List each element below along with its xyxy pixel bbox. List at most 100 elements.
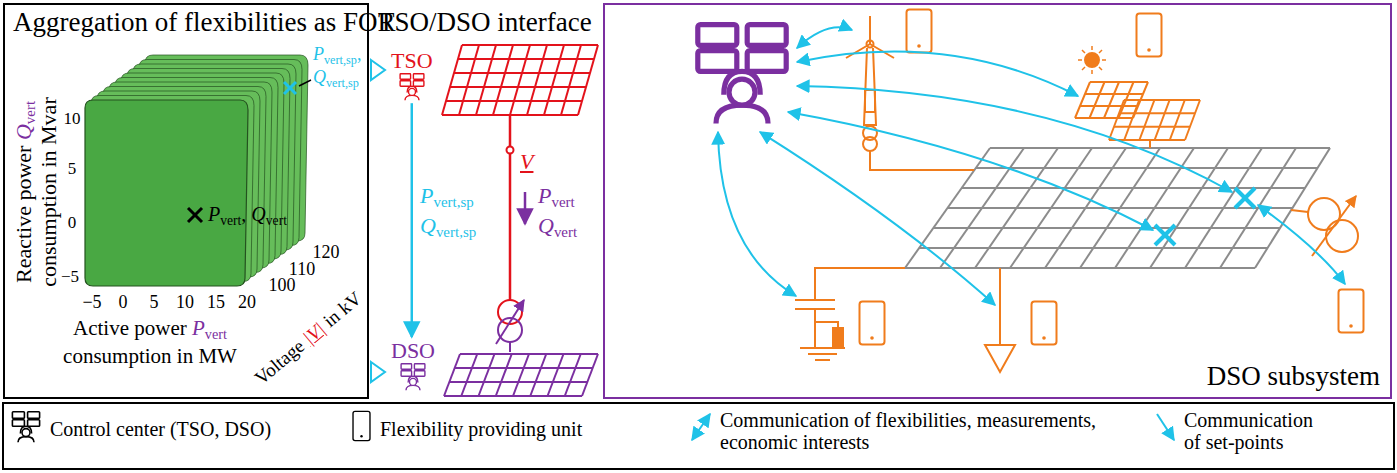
- flexibility-unit-icon: [1339, 290, 1364, 333]
- label-group: Voltage|V|in kV: [251, 288, 364, 387]
- communication-arrow: [718, 132, 796, 296]
- leader-line: [299, 80, 311, 86]
- dso-grid: [460, 353, 598, 355]
- flexibility-unit-icon: [1137, 14, 1162, 57]
- label-group: consumption in Mvar: [38, 97, 60, 286]
- tso-grid: [459, 45, 479, 115]
- subscript: vert: [551, 195, 574, 211]
- distribution-grid: [905, 148, 1330, 268]
- panel-title: Aggregation of flexibilities as FOR: [13, 8, 395, 38]
- axis-label: −5: [61, 267, 79, 286]
- tso-grid: [442, 45, 598, 115]
- battery-storage: [814, 322, 816, 348]
- label-group: Qvert: [538, 215, 577, 240]
- label-group: Qvert,sp: [313, 68, 359, 89]
- wind-turbine: [865, 90, 875, 112]
- pv-plant: [1091, 46, 1093, 50]
- axis-label: Active power: [73, 316, 187, 340]
- battery-storage: [800, 347, 845, 349]
- pv-plant: [1124, 100, 1139, 140]
- dso-control-center: DSO: [388, 338, 438, 392]
- flexibility-unit-icon: [860, 302, 885, 345]
- pv-plant: [1085, 53, 1099, 67]
- subscript: vert,sp: [433, 195, 473, 211]
- distribution-grid: [933, 227, 1280, 229]
- axis-label: Q: [11, 124, 36, 140]
- pv-plant: [1075, 117, 1133, 119]
- label-group: 0: [68, 214, 77, 231]
- dso-grid: [496, 354, 512, 396]
- dso-grid: [513, 354, 529, 396]
- setpoint-marker: [284, 82, 296, 94]
- tso-grid: [510, 45, 530, 115]
- label-group: 110: [289, 260, 315, 278]
- tso-dso-transformer: [496, 300, 524, 352]
- measurement-point: [1235, 188, 1255, 208]
- flexibility-region: [85, 100, 248, 286]
- operating-point-marker: [188, 208, 202, 222]
- distribution-grid: [976, 167, 1318, 169]
- axis-label: Q: [420, 213, 436, 238]
- axis-label: P: [208, 203, 220, 225]
- tso-grid: [578, 45, 598, 115]
- load: [985, 345, 1015, 372]
- axis-label: ,: [357, 44, 362, 64]
- battery-storage: [795, 299, 835, 301]
- hv-transformer: [1291, 210, 1308, 212]
- label-group: Pvert,sp,: [313, 45, 361, 66]
- axis-label: 10: [64, 109, 81, 128]
- pv-plant: [1124, 99, 1200, 101]
- tso-grid: [450, 86, 586, 88]
- tso-grid: [446, 100, 582, 102]
- battery-storage: [833, 328, 843, 348]
- pv-plant: [1075, 82, 1090, 118]
- setpoint-marker: [284, 82, 296, 94]
- flexibility-unit-icon: [1032, 302, 1057, 345]
- label-group: 120: [313, 243, 340, 261]
- pv-plant: [1149, 140, 1151, 148]
- axis-label: Reactive power: [11, 146, 36, 283]
- axis-label: consumption in MW: [63, 344, 237, 368]
- control-center-icon: [395, 73, 429, 101]
- legend-text: Communication of flexibilities, measurem…: [720, 409, 1120, 453]
- measurement-point: [1235, 188, 1255, 208]
- hv-transformer: [1312, 196, 1356, 256]
- pv-plant: [1109, 100, 1200, 140]
- control-center-icon: [401, 364, 425, 391]
- axis-label: P: [192, 316, 205, 340]
- panel-pointer: [371, 362, 385, 382]
- setpoint-marker: [284, 82, 296, 94]
- legend-text: Control center (TSO, DSO): [50, 418, 271, 440]
- load: [985, 268, 1015, 372]
- pv-plant: [1155, 100, 1170, 140]
- pv-plant: [1099, 50, 1102, 53]
- label-group: 10: [176, 293, 194, 311]
- pv-plant: [1109, 100, 1124, 140]
- axis-label: P: [420, 183, 433, 208]
- label-group: Qvert,sp: [420, 215, 476, 240]
- tso-grid: [442, 45, 462, 115]
- flexibility-region: [85, 55, 308, 286]
- label-group: 10: [64, 110, 81, 127]
- axis-label: V: [520, 149, 533, 174]
- center-label: TSO: [391, 49, 433, 73]
- setpoint-arrow: [411, 103, 414, 337]
- control-center-icon: [400, 74, 424, 101]
- legend-text: Flexibility providing unit: [380, 418, 582, 440]
- flexibility-unit-icon: [907, 10, 932, 53]
- communication-arrow: [760, 132, 995, 305]
- pv-plant: [1139, 100, 1154, 140]
- hv-transformer: [1326, 220, 1358, 252]
- dso-grid: [455, 367, 593, 369]
- pv-plant: [1082, 50, 1085, 53]
- power-flow-arrow: [524, 192, 527, 224]
- center-label: DSO: [391, 339, 435, 363]
- wind-turbine: [846, 44, 870, 58]
- distribution-grid: [919, 247, 1267, 249]
- legend-unit-icon: [353, 411, 370, 440]
- dso-grid: [582, 354, 598, 396]
- wind-turbine: [864, 48, 876, 125]
